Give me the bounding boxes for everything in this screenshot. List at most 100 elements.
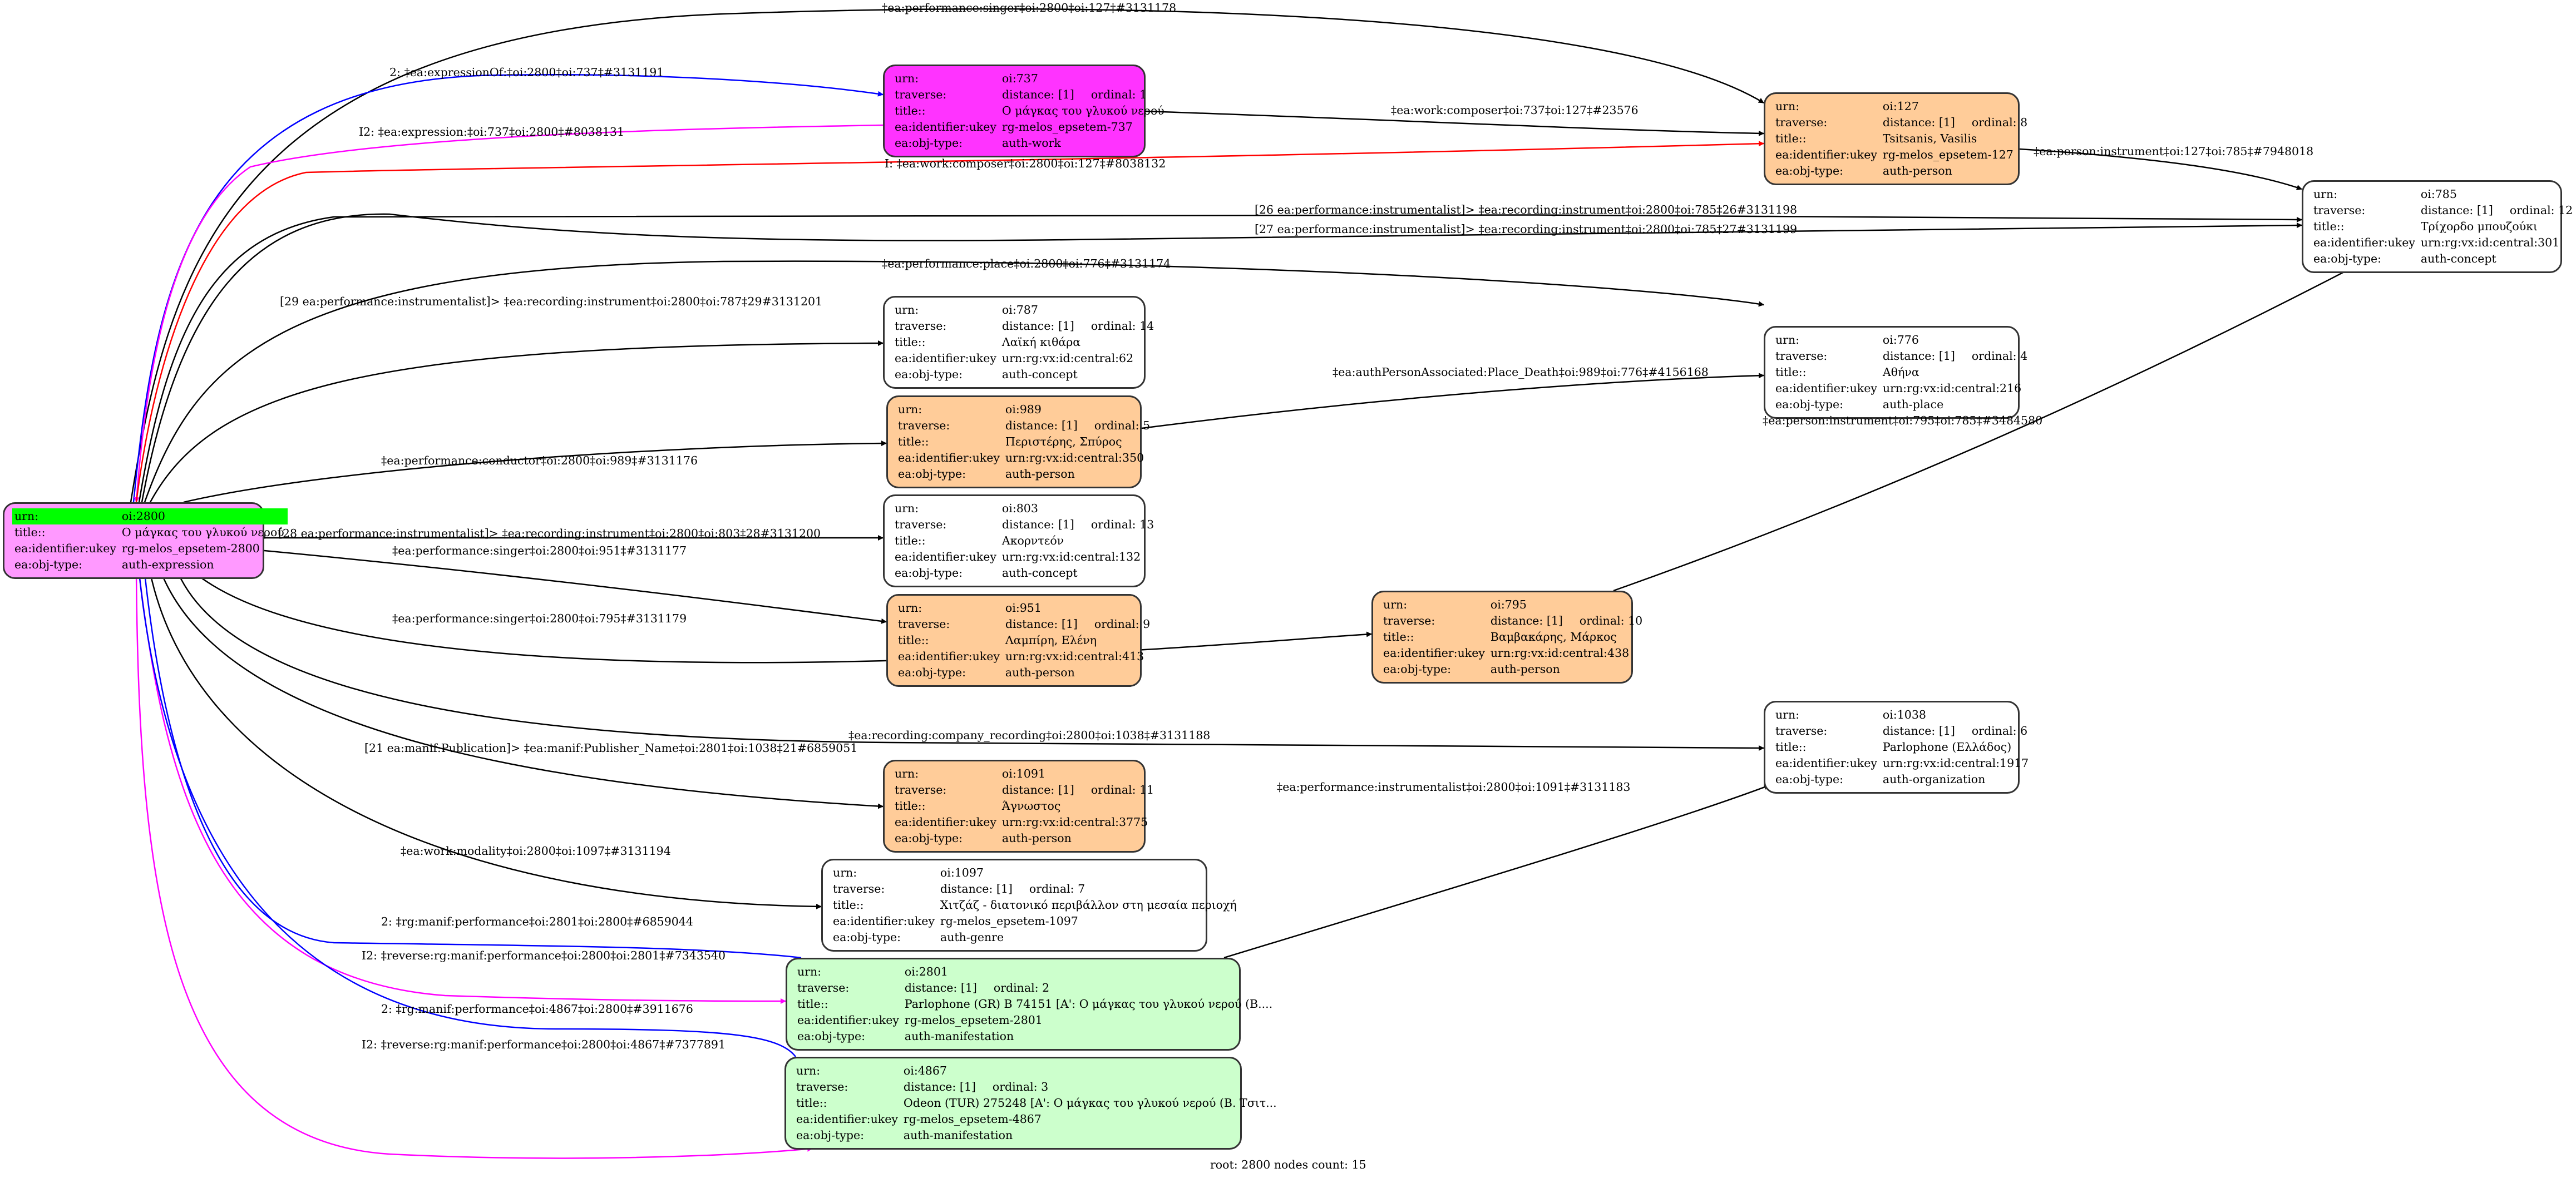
edge-127-to-785 [2019, 148, 2302, 190]
field-value: urn:rg:vx:id:central:216 [1882, 382, 2022, 395]
field-label: ea:obj-type: [2313, 252, 2381, 265]
field-label: title:: [1775, 740, 1807, 754]
field-value: Ο μάγκας του γλυκού νερού [121, 526, 284, 539]
edge-label: 2: ‡ea:expressionOf:‡oi:2800‡oi:737‡#313… [389, 66, 664, 79]
field-label: ea:obj-type: [895, 566, 963, 580]
field-label: urn: [895, 502, 919, 515]
field-value: distance: [1]ordinal: 12 [2419, 202, 2576, 219]
field-value: distance: [1]ordinal: 7 [938, 881, 1240, 897]
ordinal: ordinal: 13 [1090, 518, 1154, 531]
field-value: auth-manifestation [904, 1029, 1014, 1043]
edge-2801-to-2800 [142, 572, 802, 959]
field-value: Ακορντεόν [1001, 534, 1064, 547]
node-row-objtype: ea:obj-type:auth-person [892, 830, 1157, 847]
field-label: traverse: [833, 882, 885, 895]
distance: distance: [1] [1005, 617, 1078, 631]
field-label: ea:identifier:ukey [1775, 148, 1877, 161]
field-value: auth-concept [2420, 252, 2496, 265]
field-label: traverse: [797, 981, 850, 994]
field-value: Parlophone (Ελλάδος) [1882, 740, 2012, 754]
field-value: Parlophone (GR) B 74151 [A': Ο μάγκας το… [904, 997, 1273, 1011]
field-value: auth-person [1001, 831, 1072, 845]
node-row-title: title::Parlophone (GR) B 74151 [A': Ο μά… [795, 996, 1276, 1012]
field-label: ea:identifier:ukey [895, 120, 996, 133]
node-row-traverse: traverse:distance: [1]ordinal: 10 [1381, 613, 1646, 629]
node-row-urn: urn:oi:951 [896, 600, 1153, 616]
node-row-title: title::Ο μάγκας του γλυκού νερού [12, 524, 288, 541]
node-row-objtype: ea:obj-type:auth-genre [831, 929, 1240, 946]
field-label: title:: [895, 104, 926, 117]
field-label: ea:obj-type: [898, 467, 966, 481]
node-row-traverse: traverse: distance: [1] ordinal: 3 [794, 1079, 1280, 1095]
field-value: oi:951 [1005, 601, 1042, 615]
field-value: urn:rg:vx:id:central:1917 [1882, 756, 2029, 770]
edge-2800-to-785 [141, 213, 2302, 503]
field-label: ea:obj-type: [1775, 773, 1843, 786]
ordinal: ordinal: 11 [1090, 783, 1154, 796]
field-value: oi:1091 [1001, 767, 1045, 780]
edge-2801-to-1038 [160, 572, 884, 809]
node-row-urn: urn:oi:2801 [795, 964, 1276, 980]
edge-label: ‡ea:performance:singer‡oi:2800‡oi:127‡#3… [882, 1, 1177, 14]
distance: distance: [1] [2420, 204, 2493, 217]
field-label: ea:identifier:ukey [1383, 646, 1485, 660]
edge-2800-to-795 [194, 572, 1372, 664]
node-row-objtype: ea:obj-type:auth-expression [12, 557, 288, 573]
distance: distance: [1] [1882, 116, 1955, 129]
field-value: Ο μάγκας του γλυκού νερού [1001, 104, 1164, 117]
edge-2800-to-787 [149, 340, 884, 503]
ordinal: ordinal: 3 [992, 1080, 1049, 1093]
field-value: distance: [1]ordinal: 2 [902, 980, 1276, 996]
field-value: oi:2800 [119, 508, 288, 524]
field-value: rg-melos_epsetem-2800 [121, 542, 260, 555]
field-label: ea:obj-type: [898, 666, 966, 679]
field-label: ea:identifier:ukey [2313, 236, 2415, 249]
field-value: Βαμβακάρης, Μάρκος [1490, 630, 1617, 644]
edge-label: ‡ea:performance:singer‡oi:2800‡oi:795‡#3… [392, 612, 687, 625]
edge-label: ‡ea:work:composer‡oi:737‡oi:127‡#23576 [1391, 103, 1639, 117]
node-row-traverse: traverse:distance: [1]ordinal: 6 [1773, 723, 2032, 739]
field-value: urn:rg:vx:id:central:132 [1001, 550, 1141, 563]
field-value: oi:127 [1882, 100, 1919, 113]
field-value: Άγνωστος [1001, 799, 1061, 813]
ordinal: ordinal: 10 [1579, 614, 1643, 627]
ordinal: ordinal: 5 [1094, 419, 1151, 432]
node-row-urn: urn:oi:989 [896, 402, 1153, 418]
field-label: traverse: [898, 617, 950, 631]
field-label: traverse: [1383, 614, 1435, 627]
field-value: distance: [1]ordinal: 13 [1000, 517, 1157, 533]
field-label: title:: [895, 335, 926, 349]
edge-2800-to-737 [132, 73, 884, 503]
field-value: Αθήνα [1882, 365, 1919, 379]
field-value: urn:rg:vx:id:central:3775 [1001, 815, 1148, 829]
field-value: auth-person [1005, 666, 1075, 679]
distance: distance: [1] [903, 1080, 976, 1093]
field-label: title:: [2313, 220, 2345, 233]
node-row-title: title::Λαϊκή κιθάρα [892, 334, 1157, 350]
edge-label: I2: ‡reverse:rg:manif:performance‡oi:280… [362, 949, 726, 962]
field-label: traverse: [796, 1080, 848, 1093]
edge-label: [28 ea:performance:instrumentalist]> ‡ea… [278, 527, 821, 540]
